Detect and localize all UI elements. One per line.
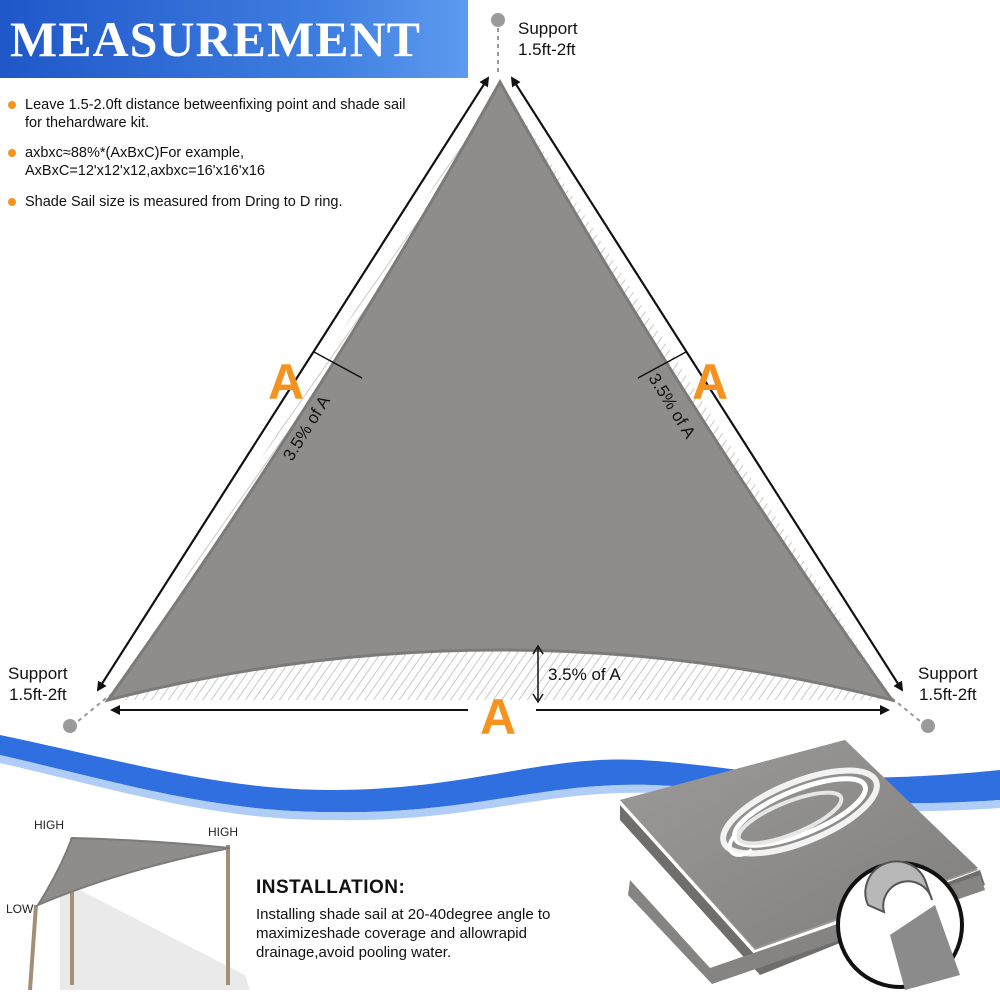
support-point-icon — [63, 719, 77, 733]
support-line — [71, 694, 111, 727]
bullet-dot-icon — [8, 198, 16, 206]
curve-label-bottom: 3.5% of A — [548, 665, 621, 684]
support-label-left: Support 1.5ft-2ft — [8, 663, 68, 705]
installation-text: Installing shade sail at 20-40degree ang… — [256, 906, 551, 961]
diagram-label-high-left: HIGH — [34, 818, 64, 832]
support-range: 1.5ft-2ft — [8, 685, 67, 704]
shade-sail — [104, 78, 896, 703]
side-label-bottom: A — [480, 689, 517, 745]
side-label-left: A — [268, 354, 305, 410]
support-point-icon — [491, 13, 505, 27]
support-label-right: Support 1.5ft-2ft — [918, 663, 978, 705]
curve-depth-arrow — [637, 351, 687, 379]
diagram-label-high-right: HIGH — [208, 825, 238, 839]
page-title: MEASUREMENT — [10, 11, 422, 67]
note-text: axbxc≈88%*(AxBxC)For example, AxBxC=12'x… — [25, 145, 266, 179]
support-label-top: Support 1.5ft-2ft — [518, 18, 578, 60]
support-range: 1.5ft-2ft — [518, 40, 576, 59]
curve-depth-arrow — [313, 351, 363, 379]
support-line — [887, 694, 927, 727]
left-side-arrow — [97, 76, 490, 691]
support-range: 1.5ft-2ft — [918, 685, 977, 704]
header-banner: MEASUREMENT — [0, 0, 468, 78]
note-text: Leave 1.5-2.0ft distance betweenfixing p… — [25, 97, 406, 131]
bullet-dot-icon — [8, 149, 16, 157]
d-ring-magnifier-icon — [836, 860, 964, 990]
installation-diagram — [28, 836, 250, 991]
note-item: Leave 1.5-2.0ft distance betweenfixing p… — [8, 96, 418, 132]
diagram-label-low: LOW — [6, 902, 34, 916]
side-label-right: A — [692, 354, 729, 410]
bullet-dot-icon — [8, 101, 16, 109]
right-side-arrow — [510, 76, 903, 691]
note-text: Shade Sail size is measured from Dring t… — [25, 194, 343, 210]
support-title: Support — [918, 664, 978, 683]
support-title: Support — [8, 664, 68, 683]
note-item: Shade Sail size is measured from Dring t… — [8, 193, 428, 211]
note-item: axbxc≈88%*(AxBxC)For example, AxBxC=12'x… — [8, 144, 308, 180]
installation-title: INSTALLATION: — [256, 877, 406, 898]
support-title: Support — [518, 19, 578, 38]
support-point-icon — [921, 719, 935, 733]
